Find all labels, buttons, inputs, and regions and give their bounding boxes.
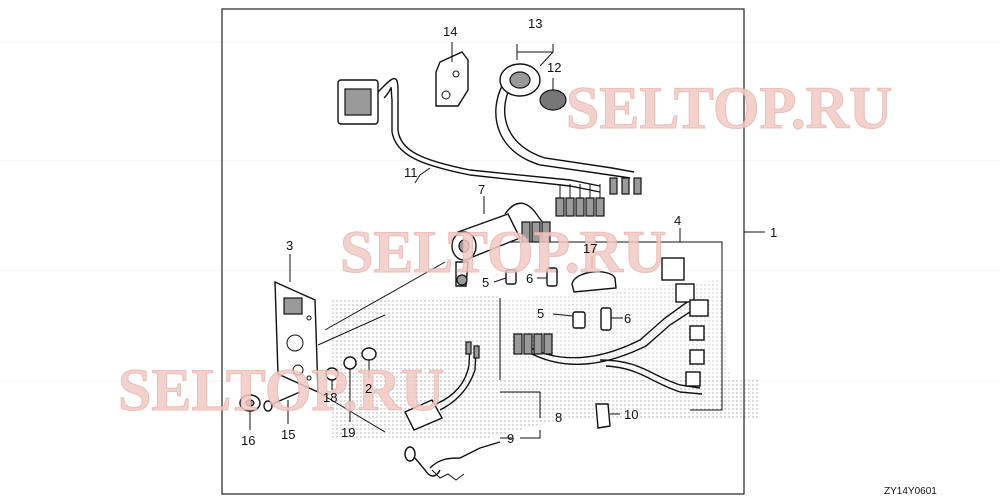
part-14-bracket xyxy=(435,42,469,107)
callout-8: 8 xyxy=(555,410,562,425)
part-16-nut xyxy=(239,394,261,430)
bracket-4 xyxy=(499,241,723,411)
callout-11: 11 xyxy=(404,165,418,180)
callout-6a: 6 xyxy=(526,271,533,286)
shaded-area-right xyxy=(500,280,730,380)
callout-19: 19 xyxy=(341,425,355,440)
part-3-panel-plate xyxy=(274,254,386,433)
callout-5a: 5 xyxy=(482,275,489,290)
callout-18: 18 xyxy=(323,390,337,405)
part-15-bolt xyxy=(263,391,301,424)
part-11-switch-cable xyxy=(337,77,605,217)
part-19-washer xyxy=(343,356,357,422)
part-6-collar-a xyxy=(537,267,558,287)
watermark-1: SELTOP.RU xyxy=(566,75,892,141)
watermark-2: SELTOP.RU xyxy=(340,219,666,285)
callout-4: 4 xyxy=(674,213,681,228)
part-8-stop-switch xyxy=(404,341,541,439)
callout-5b: 5 xyxy=(537,306,544,321)
part-10-clip xyxy=(595,403,620,429)
callout-17: 17 xyxy=(583,241,597,256)
part-7-ignition-switch xyxy=(324,196,551,331)
callout-7: 7 xyxy=(478,182,485,197)
part-5-screw-a xyxy=(493,269,517,285)
watermark-3: SELTOP.RU xyxy=(118,357,444,423)
diagram-frame xyxy=(221,8,745,495)
callout-1: 1 xyxy=(770,225,777,240)
callout-12: 12 xyxy=(547,60,561,75)
part-5-screw-b xyxy=(552,311,586,329)
callout-15: 15 xyxy=(281,427,295,442)
part-4-wire-harness xyxy=(513,257,709,395)
callout-3: 3 xyxy=(286,238,293,253)
part-18-washer xyxy=(325,367,339,390)
callout-6b: 6 xyxy=(624,311,631,326)
callout-13: 13 xyxy=(528,16,542,31)
callout-9: 9 xyxy=(507,431,514,446)
part-9-lanyard xyxy=(404,437,512,481)
part-13-round-switch xyxy=(495,44,642,195)
part-12-cap xyxy=(539,78,567,111)
callout-2: 2 xyxy=(365,381,372,396)
diagram-code: ZY14Y0601 xyxy=(884,486,937,497)
part-17-clamp xyxy=(571,256,617,293)
part-6-collar-b xyxy=(600,307,623,331)
callout-10: 10 xyxy=(624,407,638,422)
callout-14: 14 xyxy=(443,24,457,39)
callout-16: 16 xyxy=(241,433,255,448)
part-2-nut xyxy=(361,347,377,378)
